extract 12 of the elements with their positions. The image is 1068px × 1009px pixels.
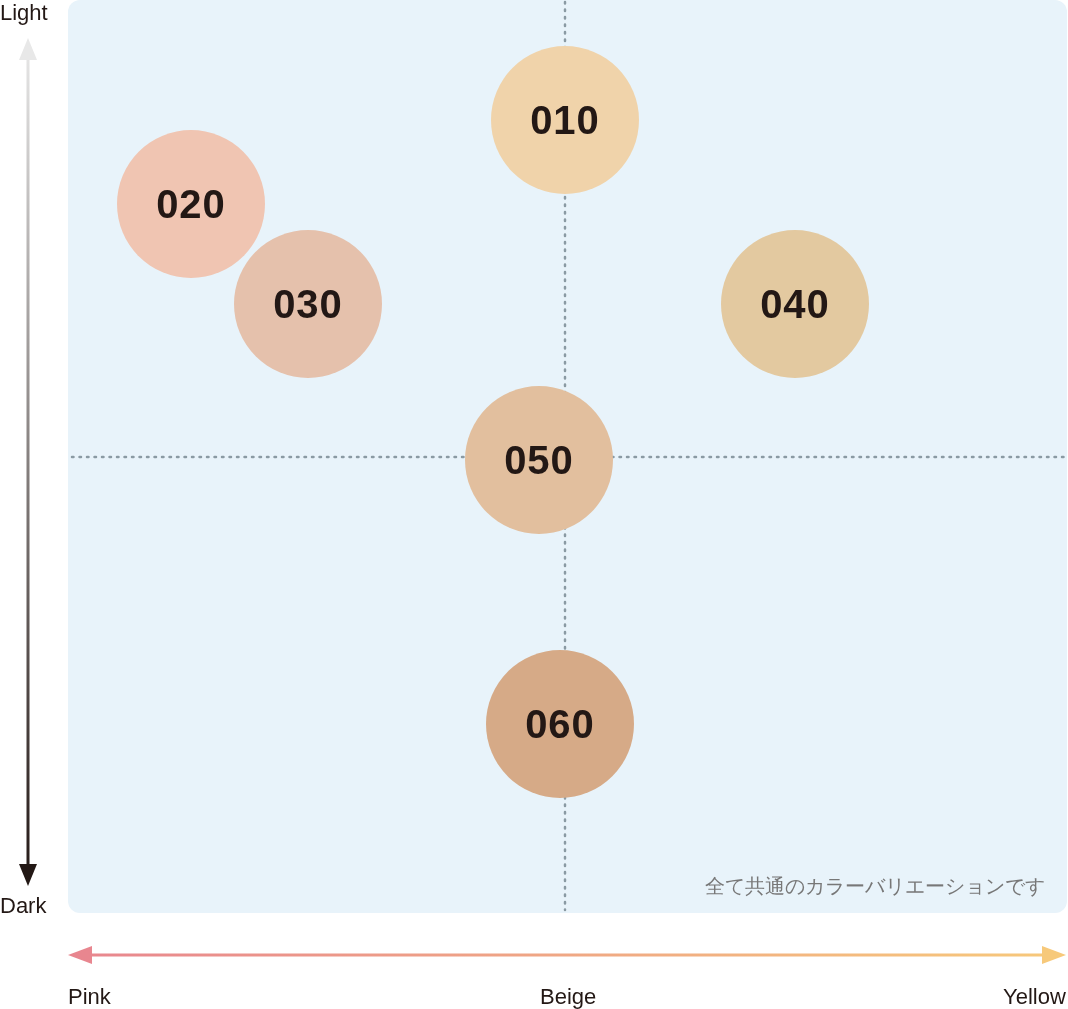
shade-number: 050 bbox=[504, 437, 574, 483]
axis-label: Light bbox=[0, 0, 48, 26]
note-text: 全て共通のカラーバリエーションです bbox=[705, 874, 1045, 899]
axis-label: Dark bbox=[0, 893, 47, 919]
shade-number: 040 bbox=[760, 281, 830, 327]
shade-number: 060 bbox=[525, 701, 595, 747]
shade-number: 030 bbox=[273, 281, 343, 327]
axis-label: Yellow bbox=[1003, 984, 1066, 1009]
axis-label: Beige bbox=[540, 984, 597, 1009]
axis-label: Pink bbox=[68, 984, 111, 1009]
shade-number: 010 bbox=[530, 97, 600, 143]
shade-number: 020 bbox=[156, 181, 226, 227]
